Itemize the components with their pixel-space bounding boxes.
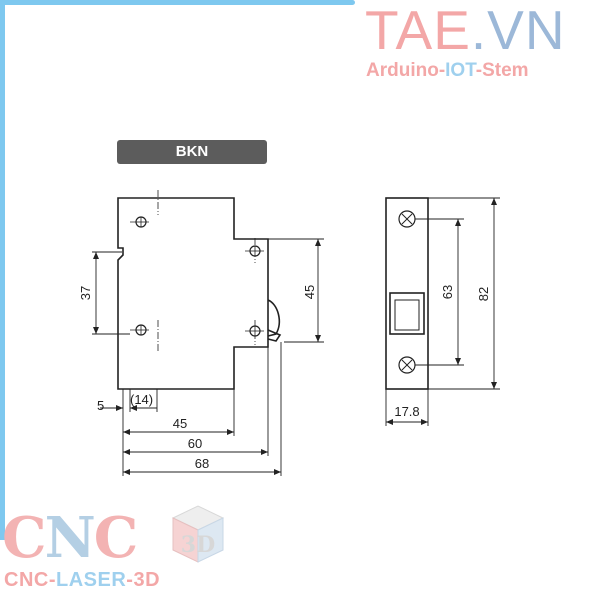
brand-subtitle-part1: Arduino- (366, 60, 446, 81)
model-badge: BKN (117, 140, 267, 164)
frame-left-line (0, 0, 5, 540)
side-view (385, 197, 429, 390)
brand-title: TAE.VN (365, 0, 566, 62)
dim-5: 5 (97, 398, 104, 413)
dim-45-vertical: 45 (302, 285, 317, 299)
front-holes (135, 216, 261, 337)
cube-3d-text: 3D (181, 532, 215, 558)
side-dimension-arrows (386, 198, 497, 425)
brand-subtitle-part3: -Stem (475, 60, 529, 81)
dim-63: 63 (440, 285, 455, 299)
brand-subtitle-part2: IOT (445, 60, 476, 81)
front-knob-tab (267, 329, 282, 342)
side-switch (389, 292, 425, 335)
cnc-tagline: CNC-LASER-3D (4, 569, 160, 592)
front-dimension-arrows (93, 239, 321, 475)
dim-60: 60 (188, 436, 202, 451)
brand-title-main: TAE (365, 0, 471, 61)
side-screws (398, 210, 416, 374)
side-dimension-lines (385, 197, 500, 426)
brand-title-tld: .VN (470, 0, 566, 61)
brand-subtitle: Arduino-IOT-Stem (366, 60, 529, 82)
dim-17-8: 17.8 (394, 404, 419, 419)
frame-top-line (0, 0, 355, 5)
side-outline (385, 197, 429, 390)
cnc-tagline-part1: CNC- (4, 569, 56, 591)
dim-14: (14) (130, 392, 153, 407)
cnc-logo-c2: C (93, 505, 139, 571)
dim-37: 37 (78, 286, 93, 300)
dim-45-width: 45 (173, 416, 187, 431)
cnc-logo: CNC (2, 505, 139, 571)
side-switch-inner (394, 299, 420, 331)
front-dimension-lines (92, 238, 324, 476)
cnc-logo-c1: C (2, 505, 47, 571)
cnc-tagline-part2: LASER (56, 569, 127, 591)
front-centerlines (130, 190, 265, 352)
cnc-tagline-part3: -3D (126, 569, 161, 591)
side-screw-crosses (401, 213, 413, 371)
cube-3d-logo: 3D (171, 505, 225, 563)
front-hole-crosses (136, 217, 260, 336)
cnc-logo-n: N (44, 505, 96, 571)
dim-68: 68 (195, 456, 209, 471)
dim-82: 82 (476, 287, 491, 301)
